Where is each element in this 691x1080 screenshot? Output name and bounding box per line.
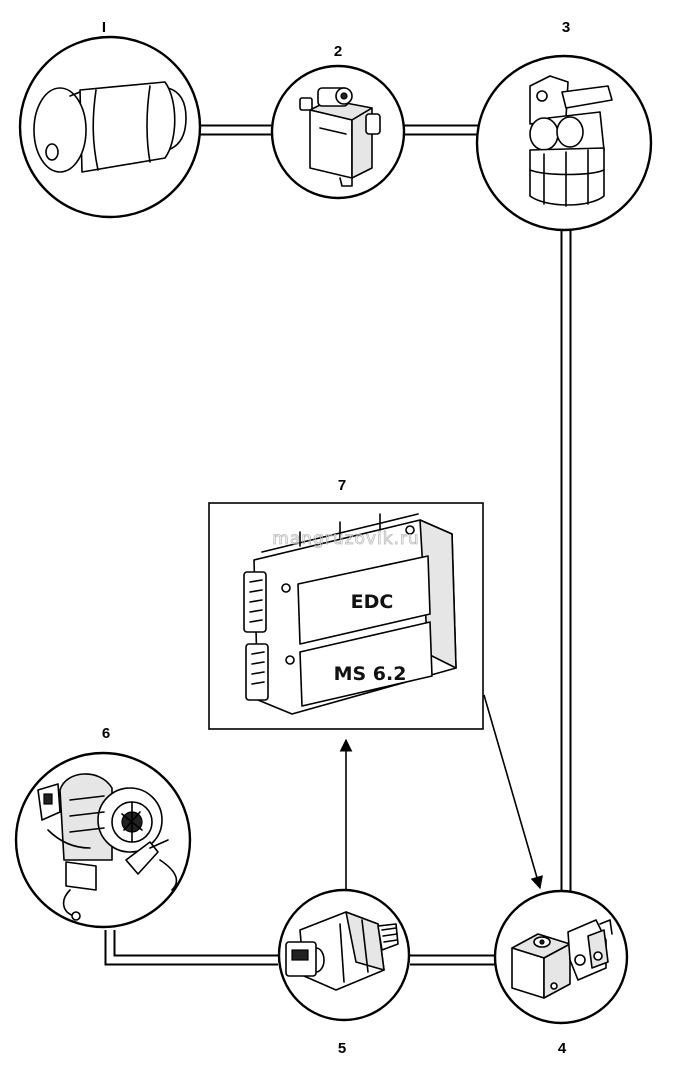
component-4: 4	[493, 889, 629, 1057]
turbocharger-icon	[37, 773, 178, 921]
solenoid-valve-block-icon	[511, 919, 613, 999]
solenoid-valve-icon	[299, 87, 381, 187]
component-2: 2	[270, 43, 406, 200]
watermark: mangruzovik.ru	[272, 529, 419, 549]
component-3-number: 3	[562, 19, 570, 36]
fuel-filter-cylinder-icon	[33, 81, 187, 173]
signal-lines	[339, 694, 543, 890]
component-2-number: 2	[334, 43, 342, 60]
pressure-sensor-icon	[285, 911, 399, 991]
component-5-number: 5	[338, 1040, 346, 1057]
component-1-number: I	[102, 19, 106, 36]
ecu-lower-label: MS 6.2	[334, 663, 407, 685]
pipe-connections	[104, 124, 572, 966]
component-5: 5	[277, 888, 411, 1057]
component-1: I	[18, 19, 202, 219]
ecu-control-unit-icon: EDC MS 6.2	[243, 513, 457, 715]
component-7-number: 7	[338, 477, 346, 494]
component-3: 3	[475, 19, 653, 232]
component-4-number: 4	[558, 1040, 567, 1057]
component-6-number: 6	[102, 725, 110, 742]
ecu-upper-label: EDC	[351, 591, 394, 613]
fuel-prefilter-bowl-icon	[529, 75, 613, 207]
component-7: EDC MS 6.2 mangruzovik.ru 7	[208, 477, 484, 730]
component-6: 6	[14, 725, 192, 929]
